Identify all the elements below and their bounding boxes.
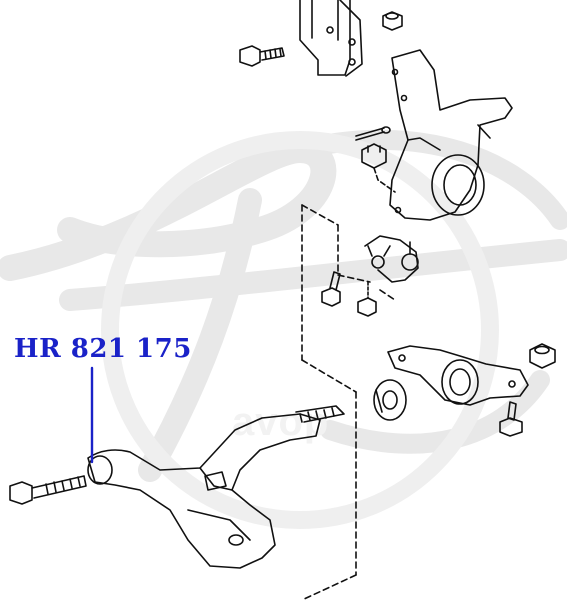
ball-joint-bolts bbox=[321, 271, 377, 317]
steering-knuckle bbox=[389, 49, 513, 221]
control-arm-bolt bbox=[9, 475, 87, 505]
lower-control-arm bbox=[87, 405, 345, 569]
ball-joint bbox=[364, 235, 419, 283]
rear-bushing-bracket bbox=[387, 345, 529, 406]
part-number-label: HR 821 175 bbox=[14, 334, 192, 364]
bushing-washer bbox=[373, 379, 407, 421]
bracket-bolt bbox=[499, 401, 523, 437]
castle-nut bbox=[361, 143, 396, 193]
strut-assembly bbox=[299, 0, 363, 77]
bracket-nut bbox=[529, 343, 556, 369]
assembly-guide-lines bbox=[301, 204, 396, 600]
strut-nut bbox=[382, 11, 403, 31]
cotter-pin bbox=[355, 126, 391, 141]
strut-bolt bbox=[239, 45, 285, 67]
